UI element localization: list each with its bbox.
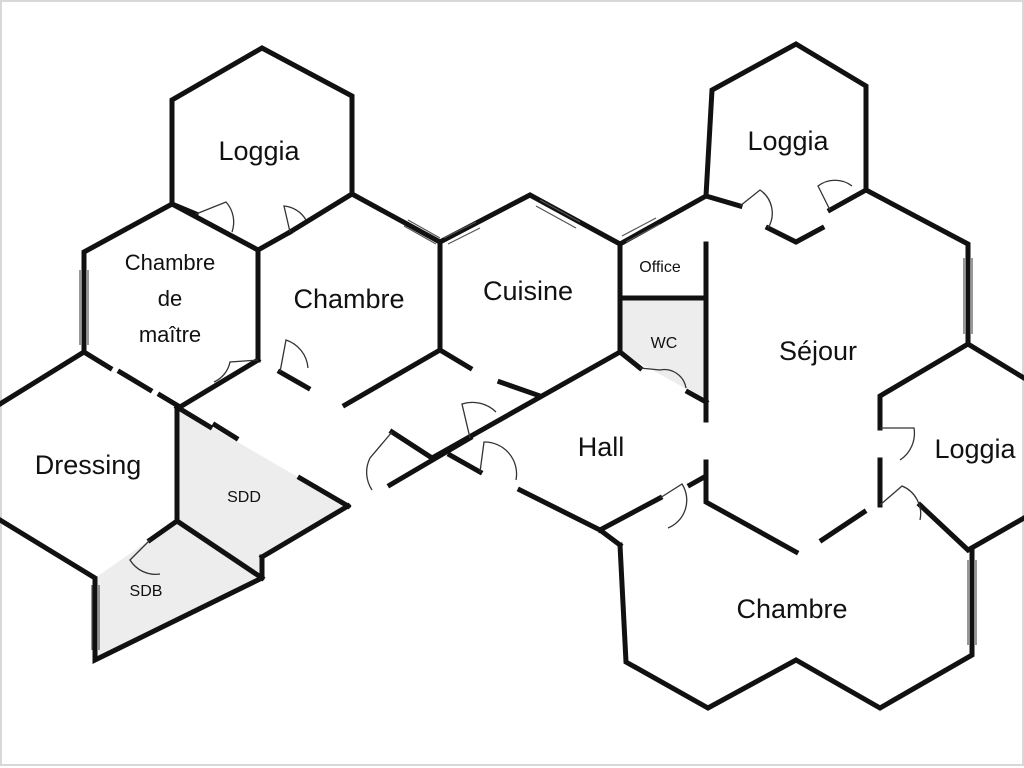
label-cuisine: Cuisine (483, 276, 573, 306)
windows (79, 199, 977, 650)
wall-loggia-right (702, 41, 870, 245)
sdd-floor (177, 407, 348, 578)
wall-corridor-left (176, 348, 624, 489)
label-chambre-maitre-3: maître (139, 322, 201, 347)
doors (129, 179, 922, 575)
label-loggia-left: Loggia (218, 136, 300, 166)
label-sdd: SDD (227, 489, 261, 506)
wall-sejour (703, 186, 972, 556)
label-dressing: Dressing (35, 450, 142, 480)
label-chambre-maitre-2: de (158, 286, 182, 311)
label-office: Office (639, 259, 681, 276)
wall-partition-diagonal-left (116, 368, 352, 561)
label-loggia-far-right: Loggia (934, 434, 1016, 464)
wall-loggia-far-right (916, 340, 1024, 554)
label-wc: WC (651, 335, 678, 352)
label-loggia-right: Loggia (747, 126, 829, 156)
wc-floor (620, 298, 706, 400)
label-chambre-bottom: Chambre (736, 594, 847, 624)
label-sdb: SDB (130, 583, 163, 600)
wall-dressing (0, 348, 265, 665)
sdb-floor (95, 521, 262, 660)
wall-office-wc (616, 192, 710, 423)
wall-sdd-sdb (146, 403, 266, 582)
wall-chambre-bottom (617, 542, 975, 711)
label-sejour: Séjour (779, 336, 857, 366)
label-chambre-left: Chambre (293, 284, 404, 314)
label-hall: Hall (578, 432, 625, 462)
wall-hall (446, 451, 709, 549)
label-chambre-maitre-1: Chambre (125, 250, 215, 275)
